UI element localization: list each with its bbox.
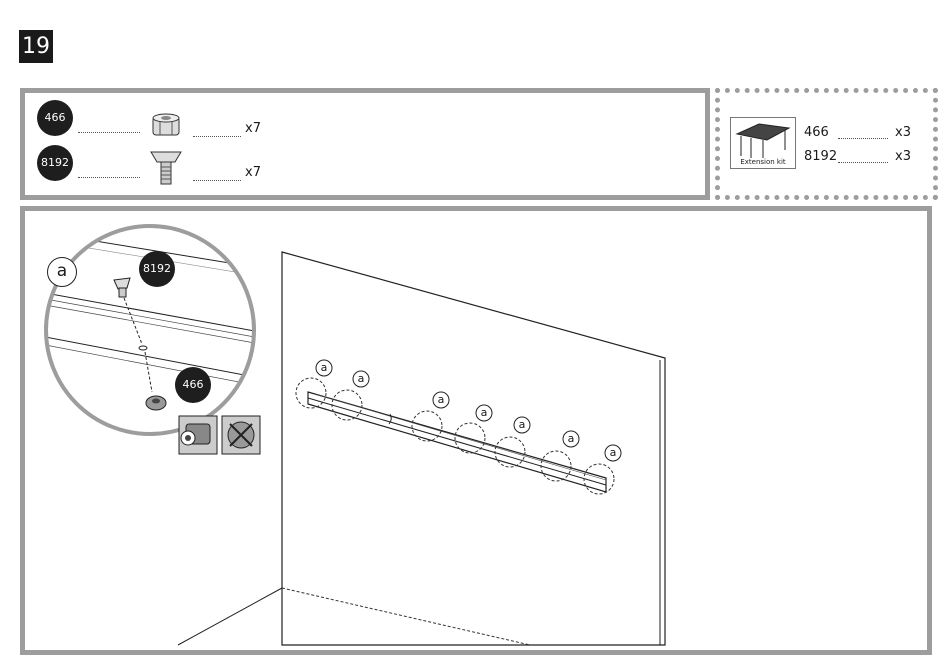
- callout-label: a: [564, 432, 578, 445]
- callout-label: a: [515, 418, 529, 431]
- callout-label: a: [434, 393, 448, 406]
- callout-label: a: [317, 361, 331, 374]
- callout-label: a: [606, 446, 620, 459]
- detail-badge-8192: 8192: [139, 251, 175, 287]
- no-tool-icon: [222, 416, 260, 454]
- callout-label: a: [477, 406, 491, 419]
- detail-badge-466: 466: [175, 367, 211, 403]
- power-drill-icon: [179, 416, 217, 454]
- callout-label: a: [354, 372, 368, 385]
- detail-label: a: [47, 257, 77, 287]
